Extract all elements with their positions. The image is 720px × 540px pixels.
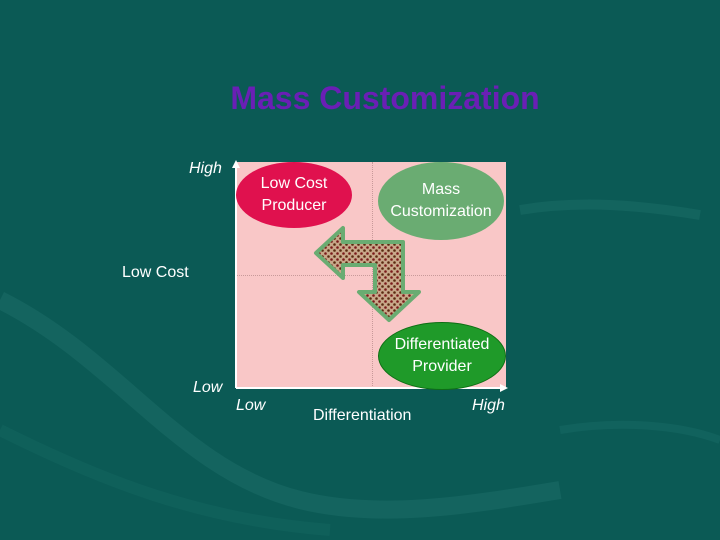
y-axis-high-label: High xyxy=(189,160,222,178)
x-axis-high-label: High xyxy=(472,397,505,415)
mass-customization-ellipse: Mass Customization xyxy=(378,162,504,240)
y-axis-arrowhead xyxy=(232,160,240,168)
low-cost-producer-line2: Producer xyxy=(261,195,328,217)
mass-customization-line2: Customization xyxy=(390,201,491,223)
differentiated-provider-line1: Differentiated xyxy=(395,334,490,356)
x-axis-arrowhead xyxy=(500,384,508,392)
low-cost-producer-line1: Low Cost xyxy=(261,173,328,195)
y-axis-title: Low Cost xyxy=(122,264,189,282)
low-cost-producer-ellipse: Low Cost Producer xyxy=(236,162,352,228)
differentiated-provider-line2: Provider xyxy=(395,356,490,378)
mass-customization-line1: Mass xyxy=(390,179,491,201)
x-axis-low-label: Low xyxy=(236,397,265,415)
differentiated-provider-ellipse: Differentiated Provider xyxy=(378,322,506,390)
y-axis-low-label: Low xyxy=(193,379,222,397)
bent-double-arrow-icon xyxy=(316,228,419,320)
x-axis-title: Differentiation xyxy=(313,407,411,425)
